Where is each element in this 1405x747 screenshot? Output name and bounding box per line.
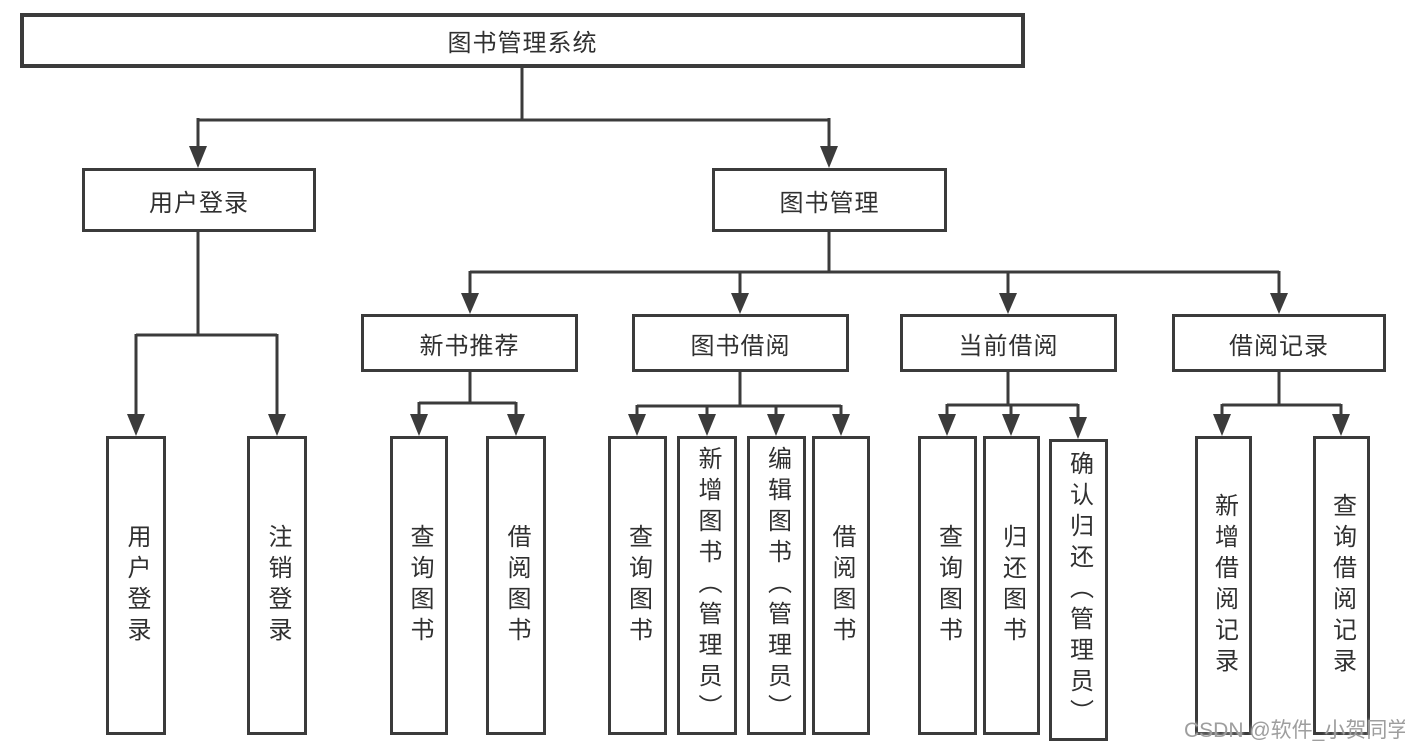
leaf-confirm-return-admin: 确认归还（管理员） bbox=[1049, 439, 1108, 741]
node-label: 图书管理 bbox=[779, 189, 880, 217]
node-label: 注销登录 bbox=[264, 523, 291, 648]
leaf-logout: 注销登录 bbox=[247, 436, 307, 735]
connector-user-login-to-leaves bbox=[127, 232, 286, 436]
node-label: 用户登录 bbox=[149, 189, 249, 217]
node-label: 新书推荐 bbox=[419, 332, 520, 360]
connector-root-to-level2 bbox=[189, 68, 838, 168]
leaf-edit-book-admin: 编辑图书（管理员） bbox=[747, 436, 806, 735]
leaf-add-book-admin: 新增图书（管理员） bbox=[677, 436, 737, 735]
node-label: 借阅图书 bbox=[503, 523, 530, 648]
connector-new-book-to-leaves bbox=[410, 372, 525, 436]
node-library-management-system: 图书管理系统 bbox=[20, 13, 1025, 68]
node-label: 查询借阅记录 bbox=[1328, 492, 1356, 679]
leaf-user-login: 用户登录 bbox=[106, 436, 166, 735]
node-new-book-recommend: 新书推荐 bbox=[361, 314, 578, 372]
leaf-borrow-book-2: 借阅图书 bbox=[812, 436, 870, 735]
node-user-login: 用户登录 bbox=[82, 168, 316, 232]
node-label: 用户登录 bbox=[123, 523, 150, 648]
csdn-watermark: CSDN @软件_小贺同学 bbox=[1184, 719, 1405, 742]
node-borrow-record: 借阅记录 bbox=[1172, 314, 1386, 372]
leaf-add-borrow-record: 新增借阅记录 bbox=[1195, 436, 1252, 735]
leaf-query-borrow-record: 查询借阅记录 bbox=[1313, 436, 1370, 735]
connector-book-borrow-to-leaves bbox=[628, 372, 850, 436]
node-label: 当前借阅 bbox=[958, 332, 1059, 360]
node-label: 新增借阅记录 bbox=[1210, 492, 1238, 679]
node-label: 借阅图书 bbox=[828, 523, 855, 648]
node-label: 借阅记录 bbox=[1229, 332, 1329, 360]
node-label: 图书管理系统 bbox=[447, 30, 598, 57]
connector-borrow-record-to-leaves bbox=[1213, 372, 1350, 436]
node-label: 查询图书 bbox=[934, 523, 962, 648]
leaf-query-book-3: 查询图书 bbox=[918, 436, 977, 735]
node-book-borrow: 图书借阅 bbox=[632, 314, 849, 372]
node-label: 新增图书（管理员） bbox=[694, 446, 721, 725]
leaf-query-book-2: 查询图书 bbox=[608, 436, 667, 735]
leaf-borrow-book-1: 借阅图书 bbox=[486, 436, 546, 735]
node-label: 查询图书 bbox=[624, 523, 652, 648]
connector-current-borrow-to-leaves bbox=[938, 372, 1087, 439]
node-book-management: 图书管理 bbox=[712, 168, 947, 232]
leaf-return-book: 归还图书 bbox=[983, 436, 1040, 735]
connector-book-mgmt-to-level3 bbox=[461, 232, 1288, 314]
node-label: 确认归还（管理员） bbox=[1065, 450, 1093, 730]
node-label: 编辑图书（管理员） bbox=[763, 446, 791, 725]
node-label: 图书借阅 bbox=[690, 332, 791, 360]
leaf-query-book-1: 查询图书 bbox=[390, 436, 448, 735]
node-label: 查询图书 bbox=[406, 523, 433, 648]
node-label: 归还图书 bbox=[998, 523, 1026, 648]
node-current-borrow: 当前借阅 bbox=[900, 314, 1117, 372]
